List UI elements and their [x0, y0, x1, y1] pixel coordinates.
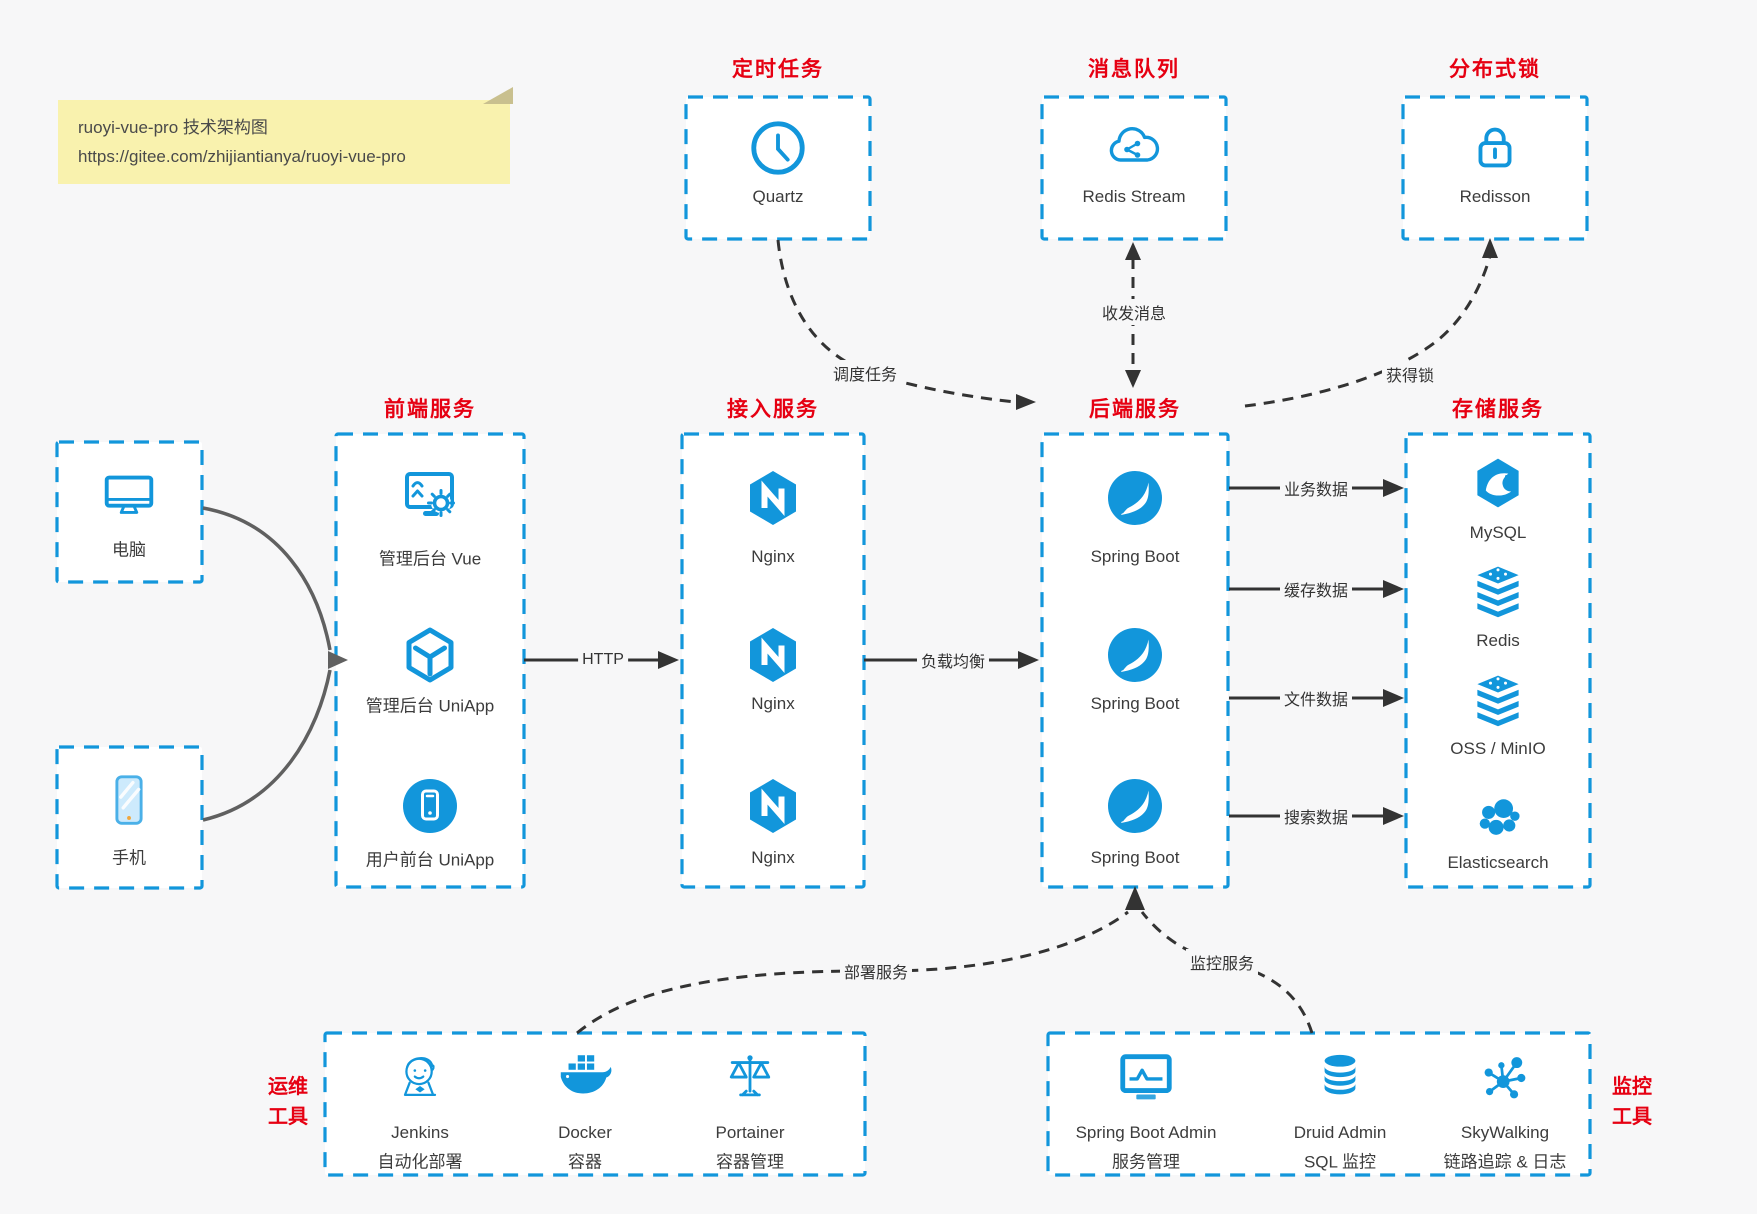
- edge-label-messages: 收发消息: [1097, 299, 1171, 325]
- box-distributed-lock: [1401, 95, 1589, 241]
- tool-desc-jenkins: 自动化部署: [377, 1152, 463, 1172]
- docker-icon: [554, 1047, 616, 1109]
- spring-boot-admin-icon: [1115, 1047, 1177, 1109]
- tool-name-docker: Docker: [558, 1123, 612, 1142]
- group-title-scheduled-task: 定时任务: [732, 58, 824, 81]
- group-title-monitor-tools: 监控 工具: [1612, 1072, 1652, 1132]
- group-title-message-queue: 消息队列: [1088, 58, 1180, 81]
- node-label-nginx-1: Nginx: [751, 547, 795, 566]
- tool-desc-portainer: 容器管理: [716, 1152, 784, 1172]
- node-label-admin-vue: 管理后台 Vue: [378, 549, 482, 569]
- tool-name-skywalking: SkyWalking: [1460, 1123, 1550, 1142]
- arrow-phone-to-frontend: [202, 669, 332, 822]
- tool-desc-druid-admin: SQL 监控: [1303, 1152, 1377, 1172]
- group-title-access: 接入服务: [727, 398, 819, 421]
- skywalking-icon: [1476, 1049, 1534, 1107]
- note-url: https://gitee.com/zhijiantianya/ruoyi-vu…: [78, 147, 406, 166]
- node-label-oss-minio: OSS / MinIO: [1450, 739, 1546, 758]
- sticky-note: ruoyi-vue-pro 技术架构图 https://gitee.com/zh…: [58, 87, 513, 184]
- edge-label-business-data: 业务数据: [1279, 475, 1353, 501]
- dashed-arrowheads: [1016, 238, 1498, 910]
- edge-label-file-data: 文件数据: [1279, 685, 1353, 711]
- group-title-ops-tools: 运维 工具: [268, 1072, 308, 1132]
- edge-label-load-balance: 负载均衡: [916, 647, 990, 673]
- edge-label-deploy: 部署服务: [839, 958, 913, 984]
- node-label-nginx-2: Nginx: [751, 694, 795, 713]
- client-label-pc: 电脑: [112, 540, 146, 560]
- node-label-spring-boot-3: Spring Boot: [1090, 848, 1180, 867]
- node-label-redis: Redis: [1476, 631, 1520, 650]
- box-storage-service: [1404, 432, 1592, 889]
- tool-desc-skywalking: 链路追踪 & 日志: [1443, 1152, 1567, 1172]
- lock-icon: [1464, 115, 1526, 177]
- clock-icon: [747, 117, 809, 179]
- node-label-quartz: Quartz: [752, 187, 804, 206]
- group-title-frontend: 前端服务: [384, 398, 476, 421]
- group-title-distributed-lock: 分布式锁: [1449, 58, 1541, 81]
- node-label-spring-boot-2: Spring Boot: [1090, 694, 1180, 713]
- tool-name-druid-admin: Druid Admin: [1293, 1123, 1387, 1142]
- edge-label-search-data: 搜索数据: [1279, 803, 1353, 829]
- cloud-message-icon: [1102, 116, 1166, 180]
- node-label-redisson: Redisson: [1459, 187, 1531, 206]
- spring-boot-icon: [1103, 623, 1167, 687]
- ops-label-line1: 运维: [268, 1076, 308, 1098]
- tool-desc-docker: 容器: [568, 1152, 602, 1172]
- spring-boot-icon: [1103, 466, 1167, 530]
- vue-admin-icon: [398, 466, 462, 530]
- tool-name-spring-boot-admin: Spring Boot Admin: [1075, 1123, 1217, 1142]
- group-title-backend: 后端服务: [1089, 398, 1181, 421]
- arrow-pc-to-frontend: [202, 506, 332, 651]
- node-label-nginx-3: Nginx: [751, 848, 795, 867]
- note-fold-corner: [483, 87, 513, 104]
- client-label-phone: 手机: [112, 848, 146, 868]
- box-monitor-tools: [1046, 1031, 1592, 1177]
- spring-boot-icon: [1103, 774, 1167, 838]
- arrow-acquire-lock: [1244, 255, 1492, 408]
- node-label-redis-stream: Redis Stream: [1082, 187, 1186, 206]
- node-label-spring-boot-1: Spring Boot: [1090, 547, 1180, 566]
- edge-label-cache-data: 缓存数据: [1279, 576, 1353, 602]
- box-ops-tools: [323, 1031, 867, 1177]
- redis-icon: [1468, 561, 1528, 621]
- client-arrowhead: [328, 651, 348, 669]
- nginx-icon: [741, 774, 805, 838]
- mysql-icon: [1468, 453, 1528, 513]
- monitor-label-line2: 工具: [1612, 1106, 1652, 1128]
- edge-label-schedule-task: 调度任务: [828, 360, 902, 386]
- elasticsearch-icon: [1468, 788, 1528, 848]
- edge-label-http: HTTP: [578, 650, 628, 670]
- ops-label-line2: 工具: [268, 1106, 308, 1128]
- oss-minio-icon: [1468, 670, 1528, 730]
- arrow-schedule-task: [776, 239, 1017, 404]
- monitor-label-line1: 监控: [1612, 1076, 1652, 1098]
- smartphone-icon: [98, 770, 160, 832]
- portainer-icon: [720, 1048, 780, 1108]
- node-label-admin-uniapp: 管理后台 UniApp: [365, 696, 495, 716]
- box-message-queue: [1040, 95, 1228, 241]
- node-label-mysql: MySQL: [1469, 523, 1527, 542]
- tool-desc-spring-boot-admin: 服务管理: [1112, 1152, 1180, 1172]
- node-label-user-uniapp: 用户前台 UniApp: [365, 850, 495, 870]
- node-label-elasticsearch: Elasticsearch: [1447, 853, 1549, 872]
- druid-icon: [1311, 1049, 1369, 1107]
- edge-label-monitor: 监控服务: [1185, 949, 1259, 975]
- uniapp-cube-icon: [398, 623, 462, 687]
- jenkins-icon: [390, 1048, 450, 1108]
- group-title-storage: 存储服务: [1452, 398, 1544, 421]
- note-title: ruoyi-vue-pro 技术架构图: [78, 118, 268, 137]
- nginx-icon: [741, 623, 805, 687]
- tool-name-jenkins: Jenkins: [391, 1123, 449, 1142]
- edge-label-acquire-lock: 获得锁: [1381, 361, 1439, 387]
- nginx-icon: [741, 466, 805, 530]
- user-app-icon: [398, 774, 462, 838]
- desktop-icon: [96, 465, 162, 527]
- tool-name-portainer: Portainer: [715, 1123, 785, 1142]
